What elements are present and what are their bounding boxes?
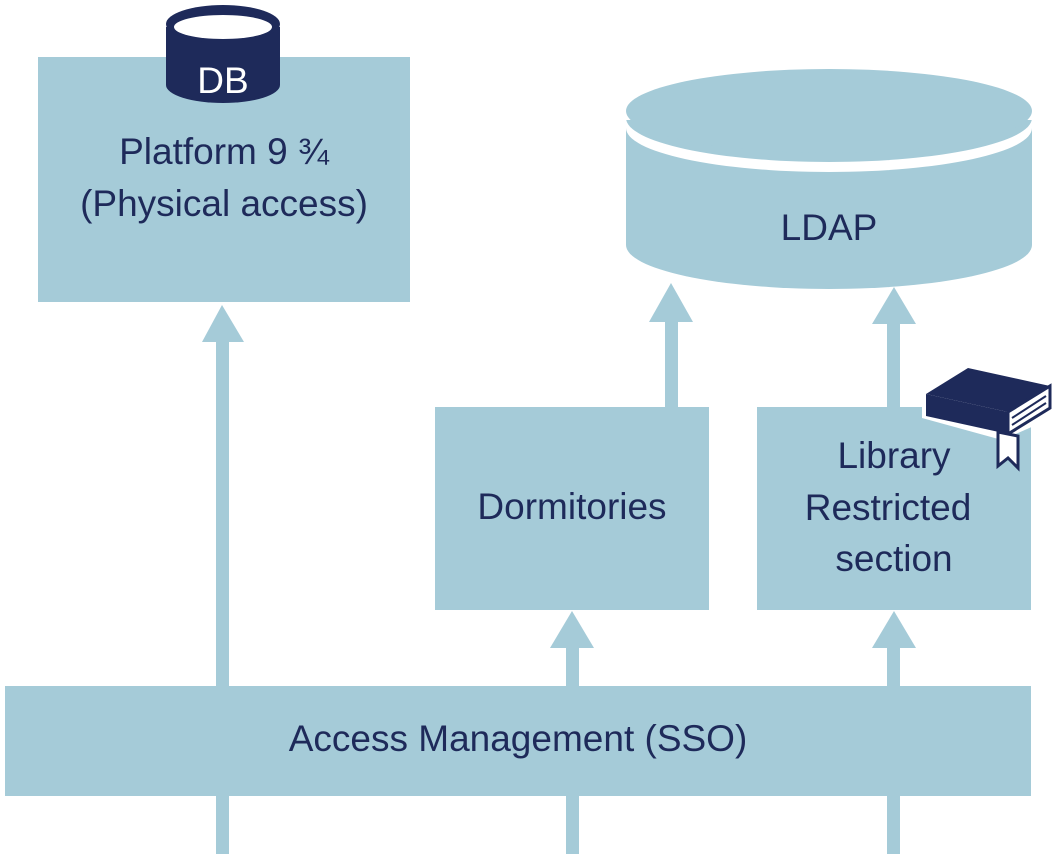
incoming-line-right — [887, 796, 900, 854]
ldap-cylinder-top — [626, 69, 1032, 153]
access-management-node: Access Management (SSO) — [5, 686, 1031, 796]
db-badge-label: DB — [197, 60, 248, 101]
arrow-library-to-ldap — [872, 287, 916, 407]
library-node: Library Restricted section — [757, 407, 1031, 610]
incoming-lines — [216, 796, 900, 854]
incoming-line-middle — [566, 796, 579, 854]
database-cylinder-icon: DB — [166, 5, 280, 103]
library-box — [757, 407, 1031, 610]
access-management-box — [5, 686, 1031, 796]
book-icon — [922, 364, 1054, 472]
dormitories-box — [435, 407, 709, 610]
arrow-sso-to-dormitories — [550, 611, 594, 686]
library-label-line1: Library — [837, 435, 951, 476]
dormitories-node: Dormitories — [435, 407, 709, 610]
incoming-line-left — [216, 796, 229, 854]
ldap-node: LDAP — [626, 69, 1032, 289]
ldap-label: LDAP — [781, 207, 878, 248]
access-management-label: Access Management (SSO) — [289, 718, 748, 759]
library-label-line2: Restricted — [805, 487, 972, 528]
arrow-sso-to-platform — [202, 305, 244, 686]
arrow-dormitories-to-ldap — [649, 283, 693, 407]
dormitories-label: Dormitories — [477, 486, 666, 527]
arrows — [202, 283, 916, 686]
library-label-line3: section — [835, 538, 952, 579]
platform-title: Platform 9 ¾ — [119, 131, 330, 172]
arrow-sso-to-library — [872, 611, 916, 686]
platform-subtitle: (Physical access) — [80, 183, 368, 224]
ldap-cylinder-rim — [626, 118, 1032, 172]
